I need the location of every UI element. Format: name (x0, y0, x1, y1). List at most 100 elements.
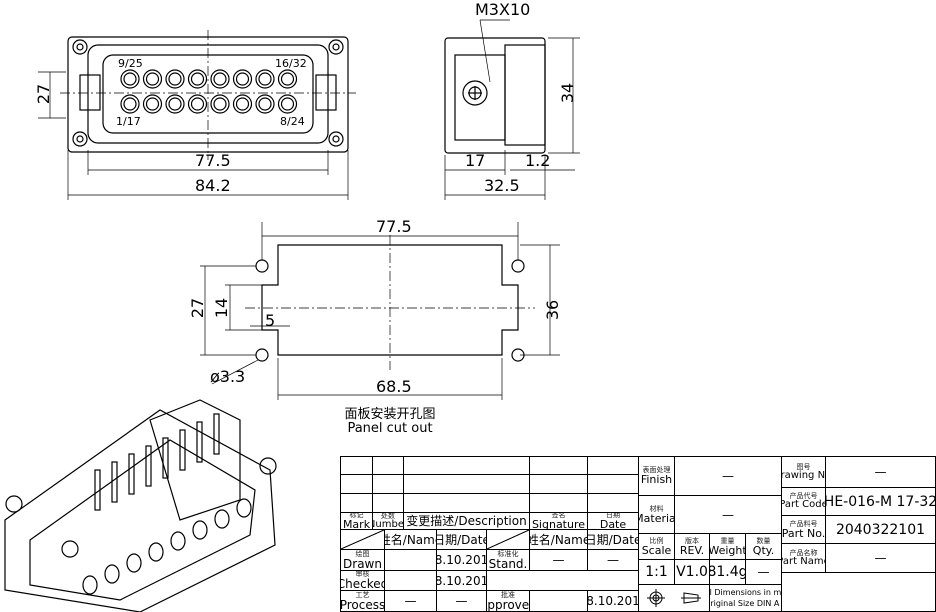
dim-front-inner-width: 77.5 (195, 151, 231, 170)
isometric-contact-hole (148, 542, 164, 562)
name-header-1: 姓名/Name (384, 529, 437, 550)
dim-side-total: 32.5 (484, 176, 520, 195)
contact-pin-hole (235, 72, 250, 86)
stand-date: — (587, 549, 639, 571)
contact-pin-hole (255, 69, 275, 89)
isometric-pin (179, 429, 186, 471)
contact-pin-hole (280, 72, 295, 86)
contact-pin-hole (235, 97, 250, 111)
panel-caption-cn: 面板安装开孔图 (344, 407, 436, 422)
projection-cone-icon (681, 592, 701, 604)
number-header: 处数Number (372, 512, 404, 530)
contact-pin-hole (277, 94, 298, 114)
panel-cutout-drawing (200, 222, 560, 400)
description-header: 变更描述/Description (403, 512, 530, 530)
contact-pin-hole (210, 94, 230, 114)
contact-pin-hole (190, 97, 205, 111)
isometric-contact-hole (82, 575, 98, 595)
part-no-value: 2040322101 (825, 515, 936, 544)
front-view-connector (38, 30, 356, 200)
contact-pin-hole (145, 72, 160, 86)
isometric-pin (111, 461, 118, 503)
dim-panel-width: 68.5 (376, 377, 412, 396)
drawing-no-value: — (825, 456, 936, 488)
pin-label-16-32: 16/32 (275, 57, 307, 70)
pin-label-1-17: 1/17 (116, 115, 141, 128)
isometric-pin (145, 445, 152, 487)
side-view-connector (444, 19, 580, 200)
contact-pin-hole (165, 69, 185, 89)
stand-name: — (529, 549, 588, 571)
contact-pin-hole (145, 97, 160, 111)
dim-front-height: 27 (34, 83, 54, 105)
isometric-pin (162, 437, 169, 479)
dim-panel-5: 5 (265, 311, 276, 330)
process-name: — (384, 590, 437, 612)
contact-pin-hole (187, 69, 208, 89)
contact-pin-hole (123, 97, 137, 111)
diagonal-cell (340, 529, 385, 550)
contact-pin-hole (280, 97, 295, 111)
dim-panel-hole-diameter: ø3.3 (210, 367, 246, 386)
panel-caption-en: Panel cut out (347, 421, 433, 436)
contact-pin-hole (120, 69, 140, 89)
contact-pin-hole (232, 69, 253, 89)
approved-label: 批准Approved (486, 590, 530, 612)
part-name-value: — (825, 543, 936, 573)
contact-pin-hole (232, 94, 253, 114)
pin-label-9-25: 9/25 (118, 57, 143, 70)
screw-label: M3X10 (475, 0, 531, 19)
material-label: 材料Material (638, 495, 675, 534)
contact-pin-hole (168, 72, 182, 86)
date-header-1: 日期/Date (436, 529, 487, 550)
weight-value: 81.4g (709, 559, 746, 585)
contact-pin-hole (120, 94, 140, 114)
process-date: — (436, 590, 487, 612)
projection-symbols (638, 584, 710, 612)
approved-date: 18.10.2010 (587, 590, 639, 612)
dim-side-17: 17 (465, 151, 486, 170)
dim-side-height: 34 (558, 82, 578, 104)
contact-pin-hole (165, 94, 185, 114)
contact-pin-hole (255, 94, 275, 114)
isometric-contact-hole (214, 509, 230, 529)
contact-pin-hole (210, 69, 230, 89)
isometric-contact-hole (236, 498, 252, 518)
isometric-contact-hole (192, 520, 208, 540)
drawing-no-label: 图号Drawing No. (781, 456, 826, 488)
dim-panel-14: 14 (212, 297, 232, 319)
contact-pin-hole (142, 69, 163, 89)
contact-pin-hole (213, 97, 227, 111)
isometric-connector-view (4, 399, 277, 612)
contact-pin-hole (277, 69, 298, 89)
qty-value: — (745, 559, 782, 585)
dim-panel-27: 27 (188, 297, 208, 319)
pin-label-8-24: 8/24 (280, 115, 305, 128)
dim-panel-36: 36 (543, 299, 563, 321)
first-angle-projection-crosshair-icon (647, 589, 665, 607)
isometric-contact-hole (104, 564, 120, 584)
isometric-pin (128, 453, 135, 495)
part-code-value: HE-016-M 17-32 (825, 487, 936, 516)
contact-pin-hole (123, 72, 137, 86)
name-header-2: 姓名/Name (529, 529, 588, 550)
dim-front-outer-width: 84.2 (195, 176, 231, 195)
scale-value: 1:1 (638, 559, 675, 585)
contact-pin-hole (142, 94, 163, 114)
isometric-pin (94, 469, 101, 511)
diagonal-cell (486, 529, 530, 550)
contact-pin-hole (213, 72, 227, 86)
isometric-pin (213, 413, 220, 455)
isometric-pin (196, 421, 203, 463)
